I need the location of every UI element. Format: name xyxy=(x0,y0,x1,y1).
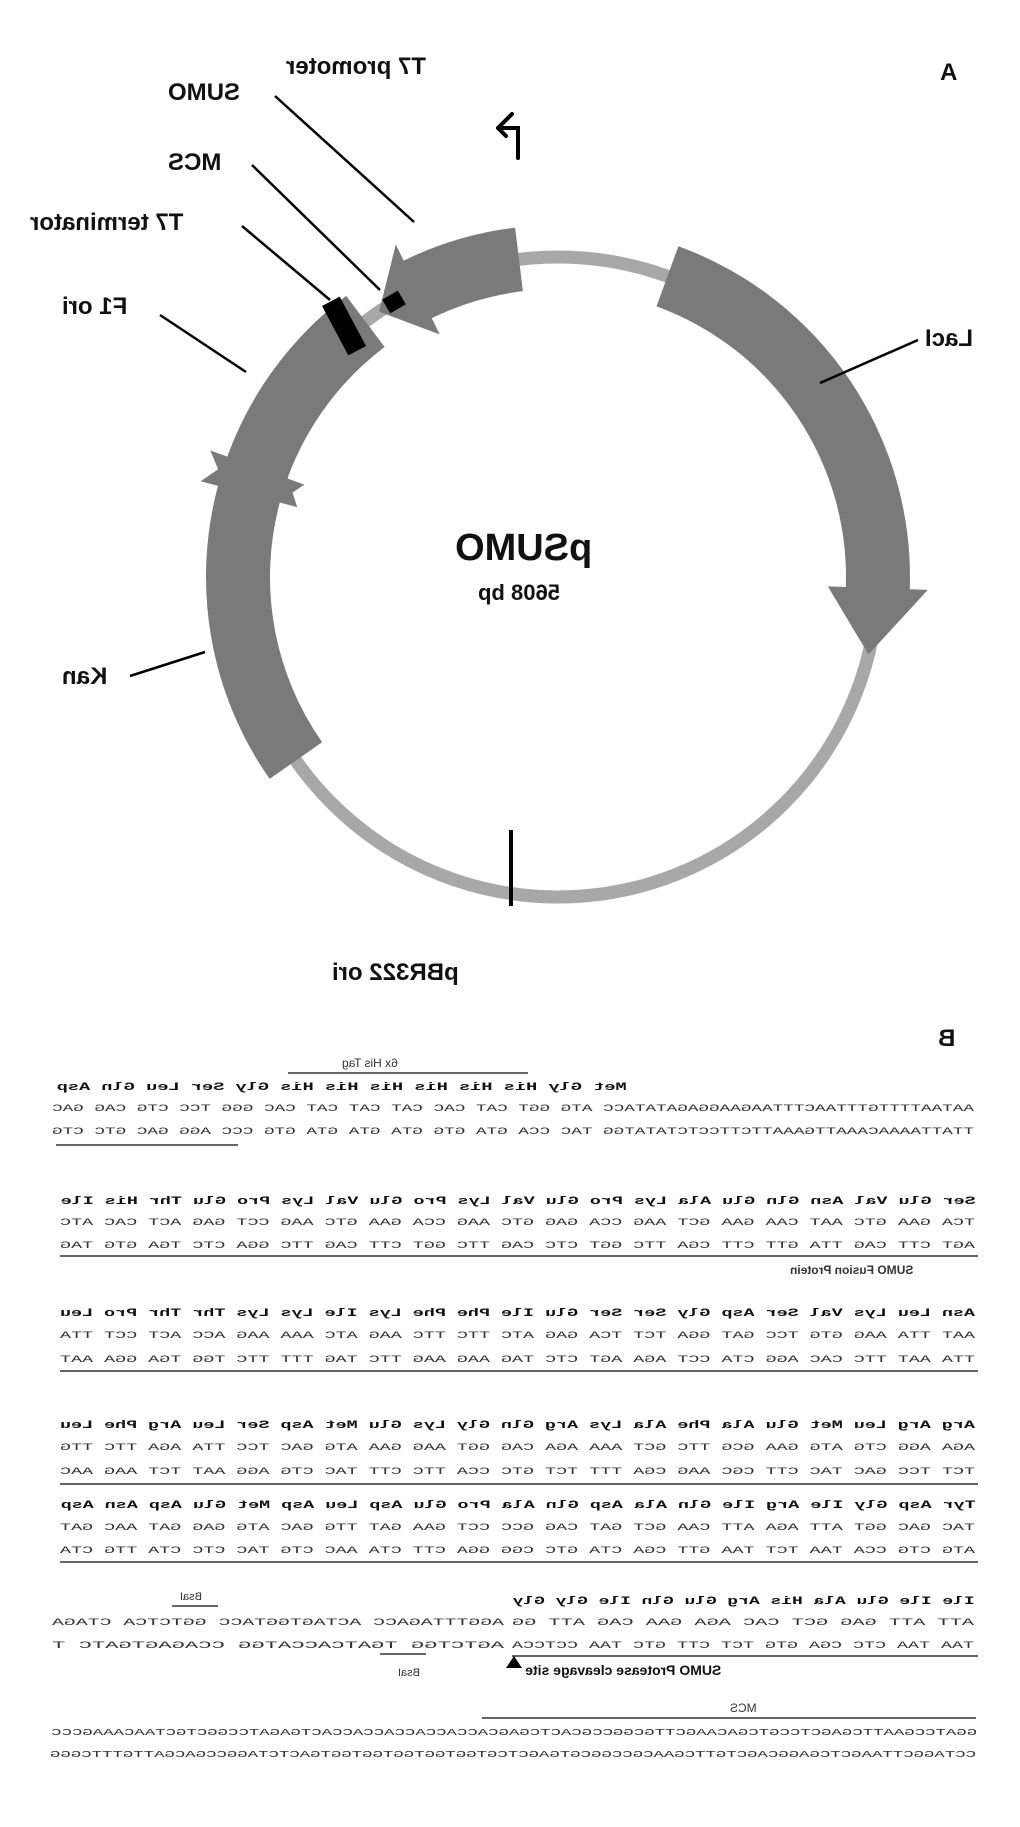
kan-leader xyxy=(129,650,206,678)
mcs-bottom-strand: CCTAGGCTTAAGCTCGAGGCAGCTGTTCGAACGCCGGCGT… xyxy=(50,1750,976,1760)
cleavage-arrow-icon xyxy=(506,1656,522,1668)
mcs-block: MCS GGATCCGAATTCGAGCTCCGTCGACAAGCTTGCGGC… xyxy=(50,1701,977,1760)
block-3-amino-acids: Asn Leu Lys Val Ser Asp Gly Ser Ser Glu … xyxy=(60,1308,975,1320)
panel-b-label: B xyxy=(938,1025,955,1052)
block-6-top-right: AGGTTTAGACC ACTAGTGGTACC GGTCTCA CTAGA xyxy=(52,1618,504,1629)
sequence-block-2: Ser Glu Val Asn Gln Glu Ala Lys Pro Glu … xyxy=(60,1196,978,1277)
label-laci: LacI xyxy=(925,325,973,352)
f1-ori-arrow xyxy=(210,295,385,527)
mcs-leader xyxy=(251,164,381,291)
block-3-top-strand: AAT TTA AAG GTG TCC GAT GGA TCT TCA GAG … xyxy=(60,1331,975,1342)
label-mcs: MCS xyxy=(168,149,221,176)
sequence-block-6: Ile Ile Glu Ala His Arg Glu Gln Ile Gly … xyxy=(52,1591,978,1679)
plasmid-name: pSUMO xyxy=(455,527,592,569)
block-6-top-strand: ATT ATT GAG GCT CAC AGA GAA CAG ATT GG xyxy=(512,1618,974,1629)
block-5-bottom-strand: ATG CTG CCA TAA TCT TAA GTT CGA CTA GTC … xyxy=(60,1546,975,1557)
panel-b: B 6x His Tag Met Gly His His His His His… xyxy=(50,1025,978,1760)
bsai-top-label: BsaI xyxy=(180,1591,202,1603)
block-5-top-strand: TAC GAC GGT ATT AGA ATT CAA GCT GAT CAG … xyxy=(60,1523,975,1534)
bsai-bottom-label: BsaI xyxy=(398,1667,420,1679)
label-f1-ori: F1 ori xyxy=(62,293,127,320)
label-pbr322-ori: pBR322 ori xyxy=(332,959,459,986)
block-3-bottom-strand: TTA AAT TTC CAC AGG CTA CCT AGA AGT CTC … xyxy=(60,1355,975,1366)
label-t7-promoter: T7 promoter xyxy=(286,53,426,80)
sequence-block-1: Met Gly His His His His His His Gly Ser … xyxy=(52,1082,974,1146)
laci-arrow xyxy=(656,246,928,655)
t7-promoter-arrow-icon xyxy=(496,112,520,160)
block-2-amino-acids: Ser Glu Val Asn Gln Glu Ala Lys Pro Glu … xyxy=(60,1196,976,1208)
panel-a-label: A xyxy=(940,59,957,86)
block-4-top-strand: AGA AGG CTG ATG GAA GCG TTC GCT AAA AGA … xyxy=(60,1443,975,1454)
sumo-leader xyxy=(274,95,415,223)
block-1-bottom-strand: TTATTAAAACAAATTGAAATTCTTCCTCTATATGG TAC … xyxy=(52,1127,974,1138)
mcs-marker xyxy=(382,290,406,314)
f1-ori-leader xyxy=(159,313,247,374)
sumo-arrow xyxy=(379,227,523,335)
pbr322-ori-marker xyxy=(509,830,513,906)
kan-arrow xyxy=(200,431,323,779)
label-sumo: SUMO xyxy=(168,79,240,106)
label-t7-terminator: T7 terminator xyxy=(30,209,183,236)
block-2-top-strand: TCA GAA GTC AAT CAA GAA GCT AAG CCA GAG … xyxy=(60,1218,975,1229)
sequence-block-4: Arg Arg Leu Met Glu Ala Phe Ala Lys Arg … xyxy=(60,1420,978,1485)
block-1-amino-acids: Met Gly His His His His His His Gly Ser … xyxy=(56,1082,627,1094)
plasmid-size: 5608 bp xyxy=(478,580,560,605)
mcs-label: MCS xyxy=(730,1701,757,1715)
label-kan: Kan xyxy=(62,663,107,690)
t7-terminator-leader xyxy=(241,225,331,301)
sequence-block-3: Asn Leu Lys Val Ser Asp Gly Ser Ser Glu … xyxy=(60,1308,978,1372)
block-4-bottom-strand: TCT TCC GAC TAC CTT CGC AAG CGA TTT TCT … xyxy=(60,1467,975,1478)
panel-a: A T7 promoter SUMO MCS T7 terminator F1 … xyxy=(30,53,973,986)
leader-lines xyxy=(129,95,919,678)
block-6-amino-acids: Ile Ile Glu Ala His Arg Glu Gln Ile Gly … xyxy=(512,1596,975,1608)
block-6-bottom-right: AGTCTGG TGATCACCATGG CCAGAGTGATC T xyxy=(52,1641,504,1652)
block-6-bottom-strand: TAA TAA CTC CGA GTG TCT CTT GTC TAA CCTC… xyxy=(512,1641,974,1652)
mcs-top-strand: GGATCCGAATTCGAGCTCCGTCGACAAGCTTGCGGCCGCA… xyxy=(50,1728,977,1738)
laci-leader xyxy=(819,338,919,385)
block-4-amino-acids: Arg Arg Leu Met Glu Ala Phe Ala Lys Arg … xyxy=(60,1420,975,1432)
block-5-amino-acids: Tyr Asp Gly Ile Arg Ile Gln Ala Asp Gln … xyxy=(60,1500,976,1512)
his-tag-label: 6x His Tag xyxy=(342,1056,398,1070)
t7-terminator-marker xyxy=(322,296,366,356)
feature-arrows xyxy=(200,227,928,779)
sequence-block-5: Tyr Asp Gly Ile Arg Ile Gln Ala Asp Gln … xyxy=(60,1500,978,1563)
block-2-bottom-strand: AGT CTT CAG TTA GTT CTT CGA TTC GGT CTC … xyxy=(60,1241,975,1252)
cleavage-label: SUMO Protease cleavage site xyxy=(525,1662,721,1678)
sumo-fusion-label: SUMO Fusion Protein xyxy=(790,1263,913,1277)
block-1-top-strand: AATAATTTTGTTTAACTTTAAGAAGGAGATATACC ATG … xyxy=(52,1104,974,1115)
